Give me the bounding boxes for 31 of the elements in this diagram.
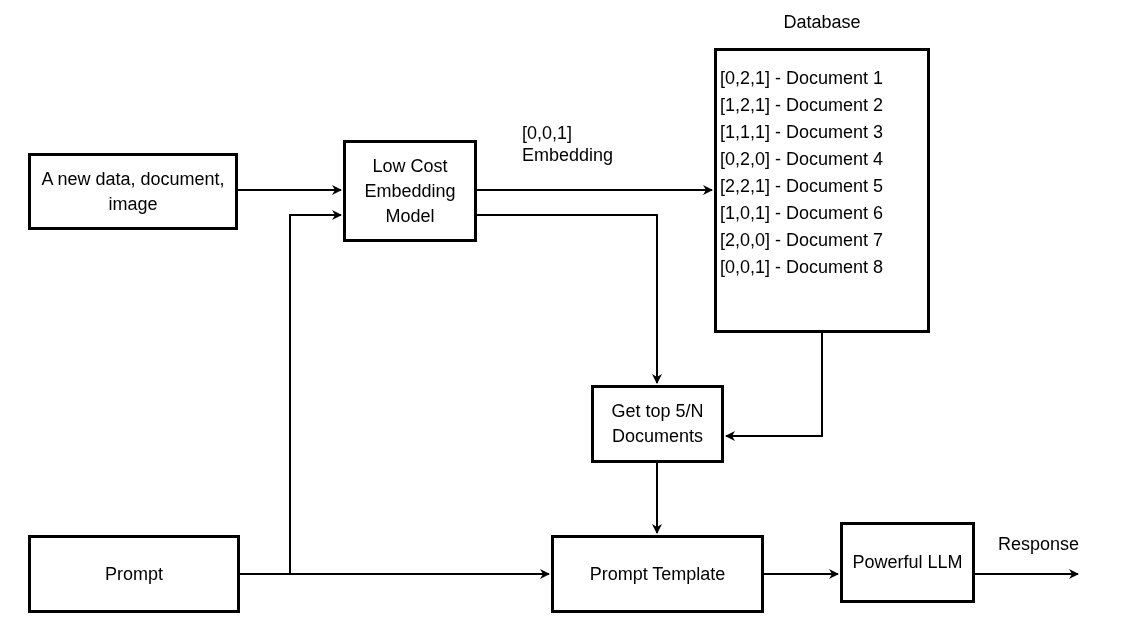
document-entry: [0,2,1] - Document 1 — [720, 67, 884, 90]
document-entry: [1,2,1] - Document 2 — [720, 94, 884, 117]
node-text: Prompt — [105, 562, 163, 586]
node-text: Powerful LLM — [852, 551, 963, 574]
arrow — [725, 332, 823, 441]
document-entry: [1,1,1] - Document 3 — [720, 121, 884, 144]
node-text: A new data, document, image — [40, 167, 226, 216]
arrow — [652, 462, 662, 534]
process-box — [343, 140, 477, 242]
document-entry: [2,2,1] - Document 5 — [720, 175, 884, 198]
edge-label: Response — [998, 533, 1080, 555]
document-entry: [2,0,0] - Document 7 — [720, 229, 884, 252]
process-box — [591, 385, 724, 463]
document-entry: [1,0,1] - Document 6 — [720, 202, 884, 225]
process-box — [28, 153, 238, 230]
node-text: Low Cost Embedding Model — [363, 154, 457, 228]
node-text: Prompt Template — [589, 562, 726, 586]
document-entry: [0,2,0] - Document 4 — [720, 148, 884, 171]
arrow — [476, 214, 662, 384]
process-box — [551, 535, 764, 613]
arrow — [237, 185, 342, 195]
arrow — [974, 569, 1079, 579]
document-entry: [0,0,1] - Document 8 — [720, 256, 884, 279]
arrow — [239, 569, 550, 579]
process-box — [28, 535, 240, 613]
edge-label: [0,0,1] Embedding — [522, 122, 615, 166]
node-heading: Database — [782, 11, 862, 34]
process-box — [840, 522, 975, 603]
arrow — [476, 185, 713, 195]
node-text: Get top 5/N Documents — [610, 400, 705, 448]
arrow — [763, 569, 839, 579]
